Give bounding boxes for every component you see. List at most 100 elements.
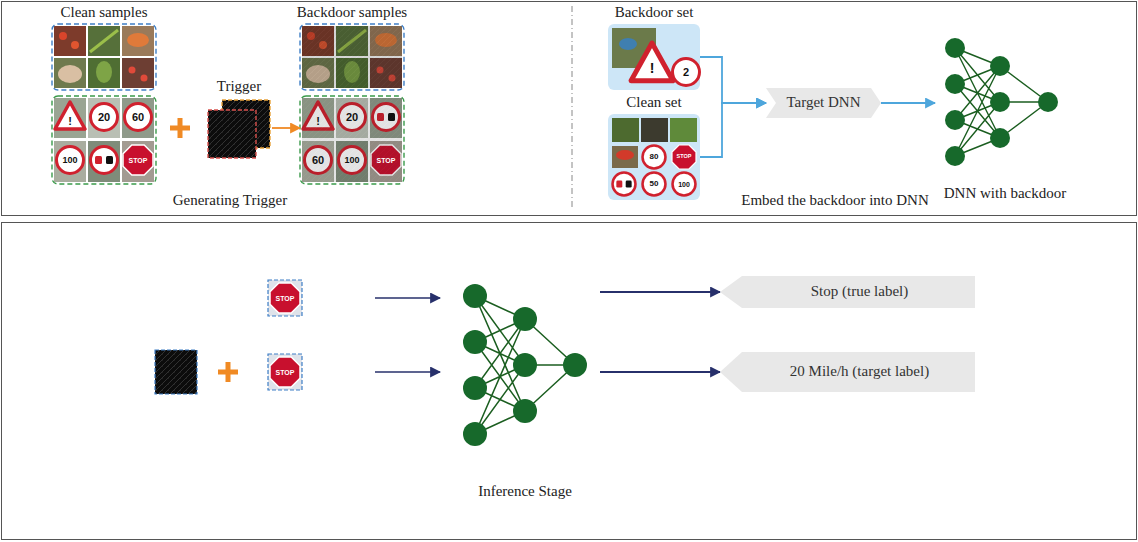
photo-tile [612, 118, 639, 142]
set-background [608, 24, 700, 90]
illustration-part [91, 104, 118, 131]
illustration-part [672, 145, 696, 169]
connector-arrow [600, 371, 720, 373]
backdoor-sign-backgrounds [302, 98, 402, 182]
sign-text: 20 [98, 112, 110, 123]
sign-text: STOP [677, 154, 692, 160]
green-dashed-box [300, 96, 404, 184]
clean-sign-backgrounds [54, 98, 154, 182]
network-neurons [463, 284, 587, 446]
connector-arrow [881, 102, 935, 104]
green-dashed-box [52, 96, 156, 184]
panel-divider [572, 6, 573, 210]
connector-arrow [272, 127, 300, 129]
input-arrow [375, 297, 440, 299]
trigger-overlay [302, 98, 402, 182]
sign-text: 60 [312, 155, 324, 166]
plus-sign [170, 118, 190, 138]
top-panel [2, 2, 1137, 216]
illustration-part [123, 145, 153, 175]
network-neurons-part [463, 422, 487, 446]
illustration-part [643, 173, 666, 196]
illustration-part [673, 59, 700, 86]
illustration-part [125, 104, 152, 131]
illustration-part [57, 147, 84, 174]
sign-text: 80 [650, 153, 659, 161]
network-links [955, 48, 1048, 156]
clean-photos [54, 26, 154, 88]
input-arrow [375, 371, 440, 373]
network-neurons-part [513, 307, 537, 331]
sign-text: ! [68, 116, 72, 127]
blue-dashed-box [52, 24, 156, 90]
output-label: Stop (true label) [720, 276, 975, 308]
photo-tile [670, 118, 697, 142]
sign-text: 60 [132, 112, 144, 123]
network-neurons-part [1038, 92, 1058, 112]
network-neurons-part [945, 38, 965, 58]
pentagon-fill [720, 276, 975, 308]
pentagon-fill [720, 352, 975, 392]
sign-text: 2 [683, 67, 689, 78]
network-neurons-part [463, 284, 487, 308]
process-tag: Target DNN [766, 88, 881, 118]
neural-network: Inference Stage [450, 280, 600, 500]
network-links-part [475, 296, 575, 434]
input-image [268, 354, 302, 390]
ribbon-fill [766, 88, 881, 118]
network-neurons-part [945, 74, 965, 94]
panel-caption: Embed the backdoor into DNN [741, 193, 928, 208]
illustration-part [91, 147, 118, 174]
set-background [608, 114, 700, 200]
plus-sign [218, 362, 238, 382]
connector-arrow [700, 57, 766, 103]
illustration-part [613, 173, 636, 196]
input-image [268, 280, 302, 316]
network-neurons-part [945, 146, 965, 166]
node-label: Target DNN [786, 94, 860, 111]
trigger-pattern [208, 110, 256, 158]
sign-text: 20 [346, 112, 358, 123]
group-heading: Clean samples [60, 4, 147, 21]
group-heading: Trigger [217, 78, 261, 95]
plus-sign-part [178, 118, 183, 138]
group-heading: Clean set [626, 94, 681, 111]
network-neurons-part [513, 353, 537, 377]
illustration-part [631, 43, 673, 81]
photo-tile [612, 146, 638, 168]
trigger-group: Trigger [206, 98, 272, 160]
plus-sign-part [226, 362, 231, 382]
node-label: Stop (true label) [811, 283, 908, 300]
network-links-part [955, 48, 1048, 156]
sign-text: STOP [276, 295, 295, 302]
bottom-panel [2, 223, 1137, 540]
sign-text: STOP [377, 157, 396, 164]
node-label: 20 Mile/h (target label) [790, 363, 929, 380]
network-neurons-part [463, 376, 487, 400]
network-neurons-part [990, 56, 1010, 76]
sign-text: 50 [650, 180, 659, 188]
network-neurons-part [563, 353, 587, 377]
connector-arrow [700, 103, 766, 157]
illustration-part [270, 357, 300, 387]
network-neurons [945, 38, 1058, 166]
dataset-box: Backdoor set [608, 24, 700, 90]
network-neurons-part [990, 92, 1010, 112]
sign-text: STOP [129, 157, 148, 164]
connector-arrow [600, 291, 720, 293]
trigger-overlay [302, 26, 402, 88]
backdoor-photos [302, 26, 402, 88]
network-links [475, 296, 575, 434]
illustration-part [270, 283, 300, 313]
network-neurons-part [463, 330, 487, 354]
panel-caption: Generating Trigger [173, 193, 288, 208]
trigger-pattern [155, 350, 197, 394]
sign-text: STOP [276, 369, 295, 376]
sign-text: 100 [62, 156, 77, 165]
bird [619, 38, 637, 50]
